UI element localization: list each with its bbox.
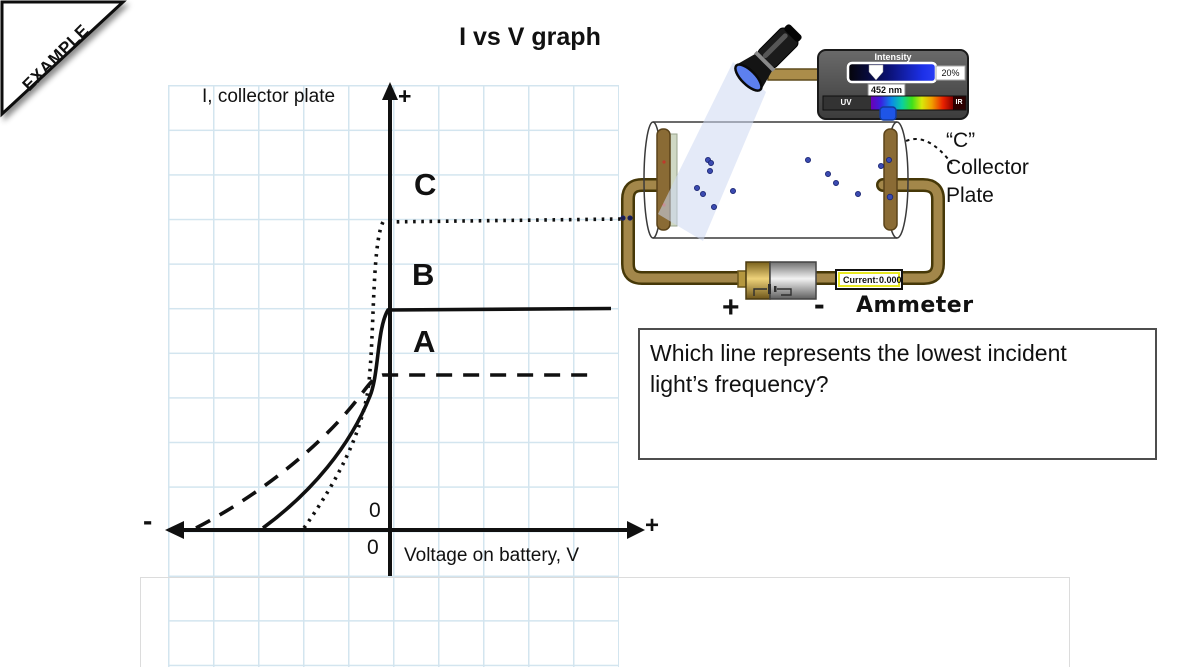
curve-label-c: C xyxy=(414,167,437,202)
x-axis-minus-sign: - xyxy=(143,505,153,536)
curve-label-a: A xyxy=(413,324,436,359)
x-axis-plus-sign: + xyxy=(645,512,660,539)
y-axis-plus-sign: + xyxy=(398,83,412,109)
electron-dots xyxy=(620,156,894,221)
x-axis xyxy=(165,521,645,539)
intensity-value-box xyxy=(935,65,966,81)
table-line-right xyxy=(1069,577,1070,667)
ammeter-label: Ammeter xyxy=(856,293,974,318)
curve-a-dashed xyxy=(195,373,597,530)
collector-pointer-dashes xyxy=(905,138,953,165)
collector-label-line3: Plate xyxy=(946,184,994,207)
curve-b-solid xyxy=(261,306,612,530)
collector-label-line1: “C” xyxy=(946,129,976,152)
intensity-panel-title: Intensity xyxy=(874,52,912,62)
battery-plus-sign: + xyxy=(722,291,740,324)
flashlight-icon xyxy=(734,24,802,92)
table-line-horizontal xyxy=(140,577,1070,578)
y-axis-label: I, collector plate xyxy=(202,86,336,107)
intensity-slider-marker[interactable] xyxy=(868,64,884,81)
table-line-left xyxy=(140,577,141,667)
origin-zero-above: 0 xyxy=(369,499,381,522)
wavelength-slider-thumb[interactable] xyxy=(879,106,897,121)
collector-label-line2: Collector xyxy=(946,156,1029,179)
curve-label-b: B xyxy=(412,257,435,292)
battery-minus-sign: - xyxy=(814,286,825,322)
light-beam xyxy=(658,62,766,241)
current-label: Current: xyxy=(843,275,879,285)
uv-label: UV xyxy=(840,98,852,107)
ir-label: IR xyxy=(955,99,963,106)
battery xyxy=(737,261,817,300)
current-readout xyxy=(835,269,903,290)
example-banner xyxy=(0,0,127,118)
x-axis-label: Voltage on battery, V xyxy=(404,545,579,566)
circuit-wire-right xyxy=(807,178,945,285)
question-box: Which line represents the lowest inciden… xyxy=(638,328,1157,460)
page-title: I vs V graph xyxy=(459,23,601,51)
origin-zero-below: 0 xyxy=(367,536,379,559)
wavelength-value: 452 nm xyxy=(870,85,903,95)
current-value: 0.000 xyxy=(879,275,902,285)
y-axis-arrow xyxy=(382,82,398,100)
x-axis-right-arrow xyxy=(627,521,645,539)
circuit-wire-left xyxy=(621,178,748,285)
vacuum-tube xyxy=(643,121,909,239)
question-text: Which line represents the lowest inciden… xyxy=(650,340,1067,397)
intensity-panel xyxy=(817,49,969,121)
flashlight-mount-rod xyxy=(767,68,825,81)
intensity-value: 20% xyxy=(941,68,960,78)
y-axis xyxy=(382,82,398,576)
intensity-slider[interactable] xyxy=(846,61,938,84)
collector-electrode xyxy=(883,128,898,231)
x-axis-left-arrow xyxy=(165,521,184,539)
